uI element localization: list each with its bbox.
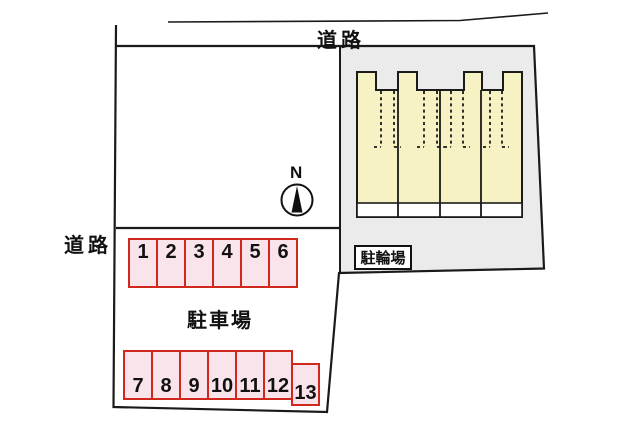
bicycle-parking-label: 駐輪場 <box>360 250 406 267</box>
parking-stall-2: 2 <box>156 238 186 288</box>
parking-stall-6: 6 <box>268 238 298 288</box>
parking-row-2: 7 8 9 10 11 12 <box>123 350 293 400</box>
parking-stall-7: 7 <box>123 350 153 400</box>
parking-stall-5: 5 <box>240 238 270 288</box>
parking-stall-13: 13 <box>291 363 320 406</box>
parking-stall-10: 10 <box>207 350 237 400</box>
compass-icon <box>280 183 314 217</box>
parking-stall-3: 3 <box>184 238 214 288</box>
building-unit-dividers <box>397 90 482 217</box>
parking-stall-12: 12 <box>263 350 293 400</box>
parking-lot-label: 駐車場 <box>187 310 253 332</box>
compass-north-label: N <box>290 163 303 182</box>
parking-stall-4: 4 <box>212 238 242 288</box>
road-label-left: 道路 <box>64 235 112 257</box>
parking-stall-1: 1 <box>128 238 158 288</box>
parking-stall-11: 11 <box>235 350 265 400</box>
site-boundary <box>112 24 546 414</box>
road-label-top: 道路 <box>317 30 365 52</box>
road-edge-line <box>167 12 549 23</box>
parking-stall-9: 9 <box>179 350 209 400</box>
parking-row-1: 1 2 3 4 5 6 <box>128 238 298 288</box>
parking-stall-8: 8 <box>151 350 181 400</box>
bicycle-parking-label-box: 駐輪場 <box>354 245 412 270</box>
